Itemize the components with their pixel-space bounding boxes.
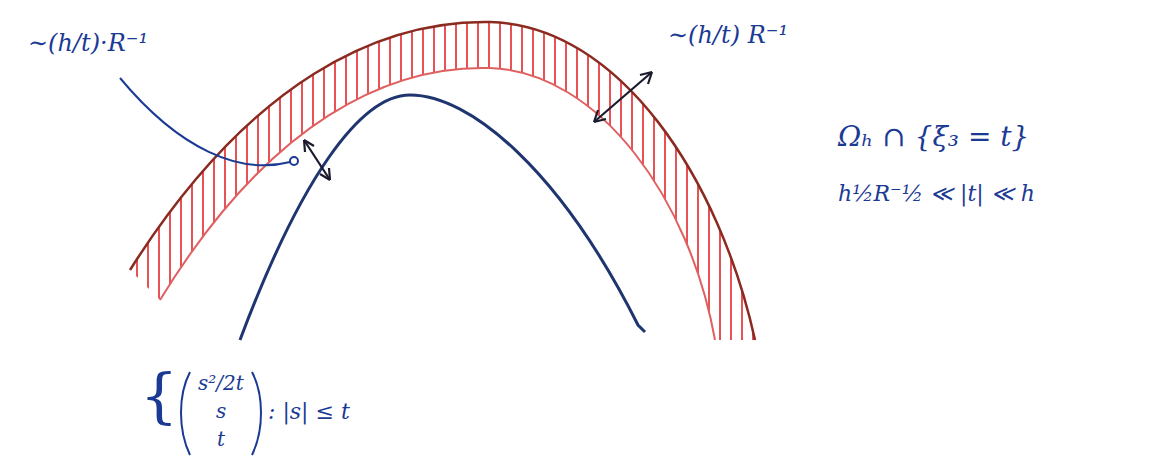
width-label: ∼(h/t)·R⁻¹ [28, 30, 148, 56]
vector-entry: s [216, 400, 226, 422]
width-arrow [594, 72, 652, 122]
arrow-heads [304, 140, 330, 180]
paren-left [181, 372, 190, 455]
range-note: h½R⁻½ ≪ |t| ≪ h [838, 182, 1035, 206]
width-label: ∼(h/t) R⁻¹ [668, 22, 788, 48]
leader-line [120, 78, 290, 165]
width-arrow [304, 140, 330, 180]
hatched-band [130, 22, 755, 340]
brace: { [140, 362, 178, 428]
set-condition: : |s| ≤ t [268, 400, 350, 424]
set-label: Ωₕ ∩ {ξ₃ = t} [838, 122, 1029, 153]
leader-dot [290, 157, 298, 165]
inner-boundary [160, 68, 715, 340]
parabola-curve [240, 95, 645, 340]
vector-entry: t [217, 428, 225, 450]
paren-right [252, 372, 261, 455]
vector-entry: s²/2t [198, 372, 244, 394]
arrow-heads [594, 72, 652, 122]
outer-boundary [130, 22, 755, 340]
